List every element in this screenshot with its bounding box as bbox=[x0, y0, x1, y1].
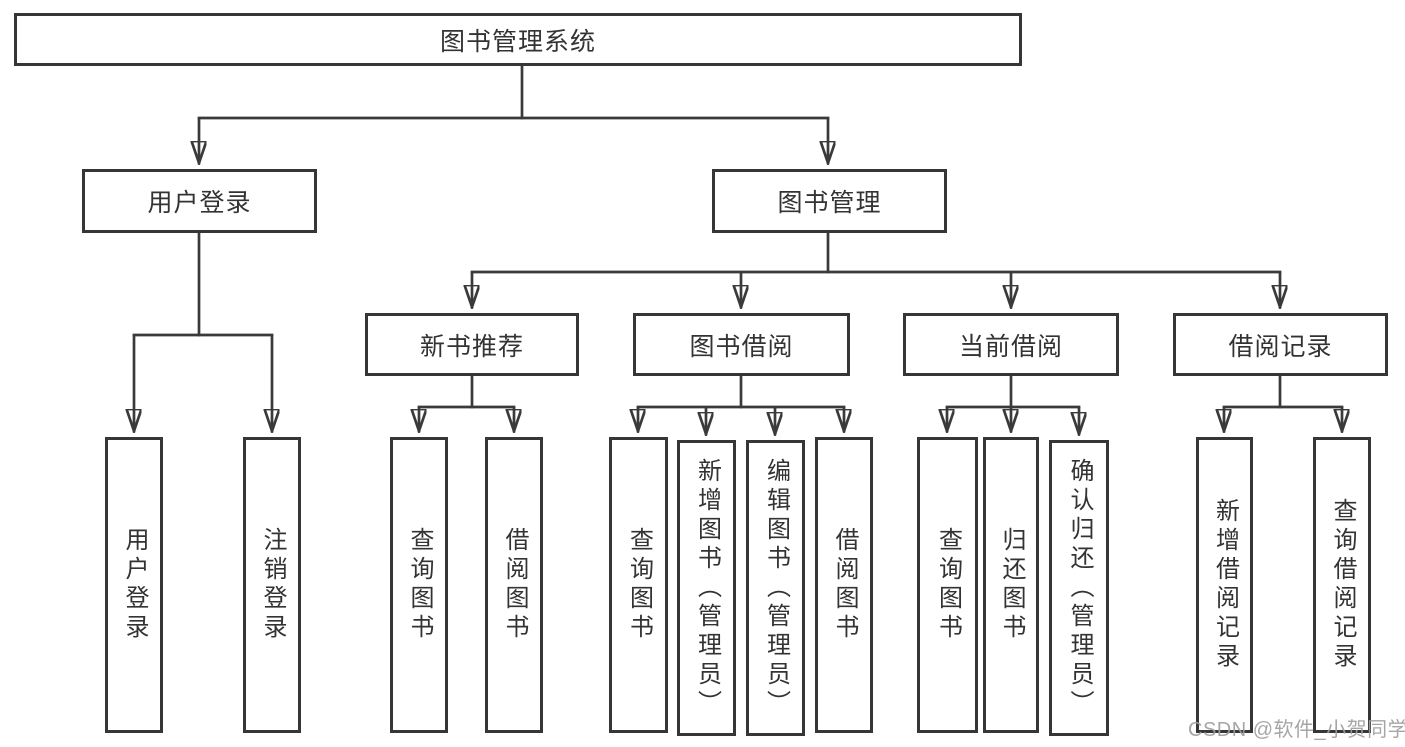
node-label: 注销登录 bbox=[259, 527, 286, 643]
connector-root-to-level2 bbox=[199, 64, 828, 163]
node-leaf-query-books-1: 查询图书 bbox=[390, 437, 448, 733]
node-label: 查询借阅记录 bbox=[1329, 498, 1356, 672]
node-label: 查询图书 bbox=[625, 527, 653, 643]
node-label: 查询图书 bbox=[934, 527, 962, 643]
node-label: 借阅图书 bbox=[831, 527, 858, 643]
node-label: 用户登录 bbox=[121, 527, 148, 643]
node-leaf-return-books: 归还图书 bbox=[983, 437, 1039, 733]
node-borrowing-records: 借阅记录 bbox=[1173, 313, 1388, 376]
node-label: 归还图书 bbox=[998, 527, 1025, 643]
node-book-borrowing: 图书借阅 bbox=[633, 313, 850, 376]
node-label: 图书管理系统 bbox=[439, 27, 596, 56]
node-leaf-query-books-2: 查询图书 bbox=[609, 437, 668, 733]
connector-book-borrow-children bbox=[638, 374, 844, 434]
connector-borrow-records-children bbox=[1224, 374, 1342, 431]
connector-current-borrow-children bbox=[947, 374, 1079, 434]
node-leaf-borrow-books-1: 借阅图书 bbox=[485, 437, 543, 733]
node-new-book-recommend: 新书推荐 bbox=[365, 313, 579, 376]
node-leaf-logout: 注销登录 bbox=[243, 437, 301, 733]
node-leaf-confirm-return-admin: 确认归还（管理员） bbox=[1049, 440, 1109, 736]
node-label: 借阅图书 bbox=[501, 527, 528, 643]
connector-book-mgmt-children bbox=[472, 231, 1280, 307]
node-leaf-edit-books-admin: 编辑图书（管理员） bbox=[746, 440, 805, 736]
node-leaf-query-borrow-record: 查询借阅记录 bbox=[1313, 437, 1371, 733]
node-label: 借阅记录 bbox=[1228, 332, 1333, 361]
node-book-management: 图书管理 bbox=[712, 169, 947, 233]
connector-user-login-children bbox=[134, 231, 272, 431]
node-label: 新书推荐 bbox=[419, 332, 524, 361]
node-leaf-query-books-3: 查询图书 bbox=[917, 437, 978, 733]
node-leaf-add-books-admin: 新增图书（管理员） bbox=[677, 440, 736, 736]
node-leaf-add-borrow-record: 新增借阅记录 bbox=[1196, 437, 1253, 733]
node-root-system: 图书管理系统 bbox=[14, 13, 1022, 66]
node-label: 编辑图书（管理员） bbox=[762, 457, 790, 719]
csdn-watermark: CSDN @软件_小贺同学 bbox=[1188, 719, 1405, 741]
node-label: 新增图书（管理员） bbox=[693, 457, 721, 719]
node-label: 当前借阅 bbox=[958, 332, 1063, 361]
node-label: 新增借阅记录 bbox=[1211, 498, 1239, 672]
node-current-borrowing: 当前借阅 bbox=[903, 313, 1119, 376]
connector-new-book-rec-children bbox=[419, 374, 514, 431]
node-user-login: 用户登录 bbox=[82, 169, 317, 233]
node-label: 图书借阅 bbox=[689, 332, 794, 361]
node-leaf-borrow-books-2: 借阅图书 bbox=[815, 437, 873, 733]
node-label: 图书管理 bbox=[777, 189, 882, 217]
node-label: 确认归还（管理员） bbox=[1066, 457, 1093, 719]
node-label: 用户登录 bbox=[147, 189, 252, 217]
node-label: 查询图书 bbox=[406, 527, 433, 643]
node-leaf-user-login: 用户登录 bbox=[105, 437, 163, 733]
